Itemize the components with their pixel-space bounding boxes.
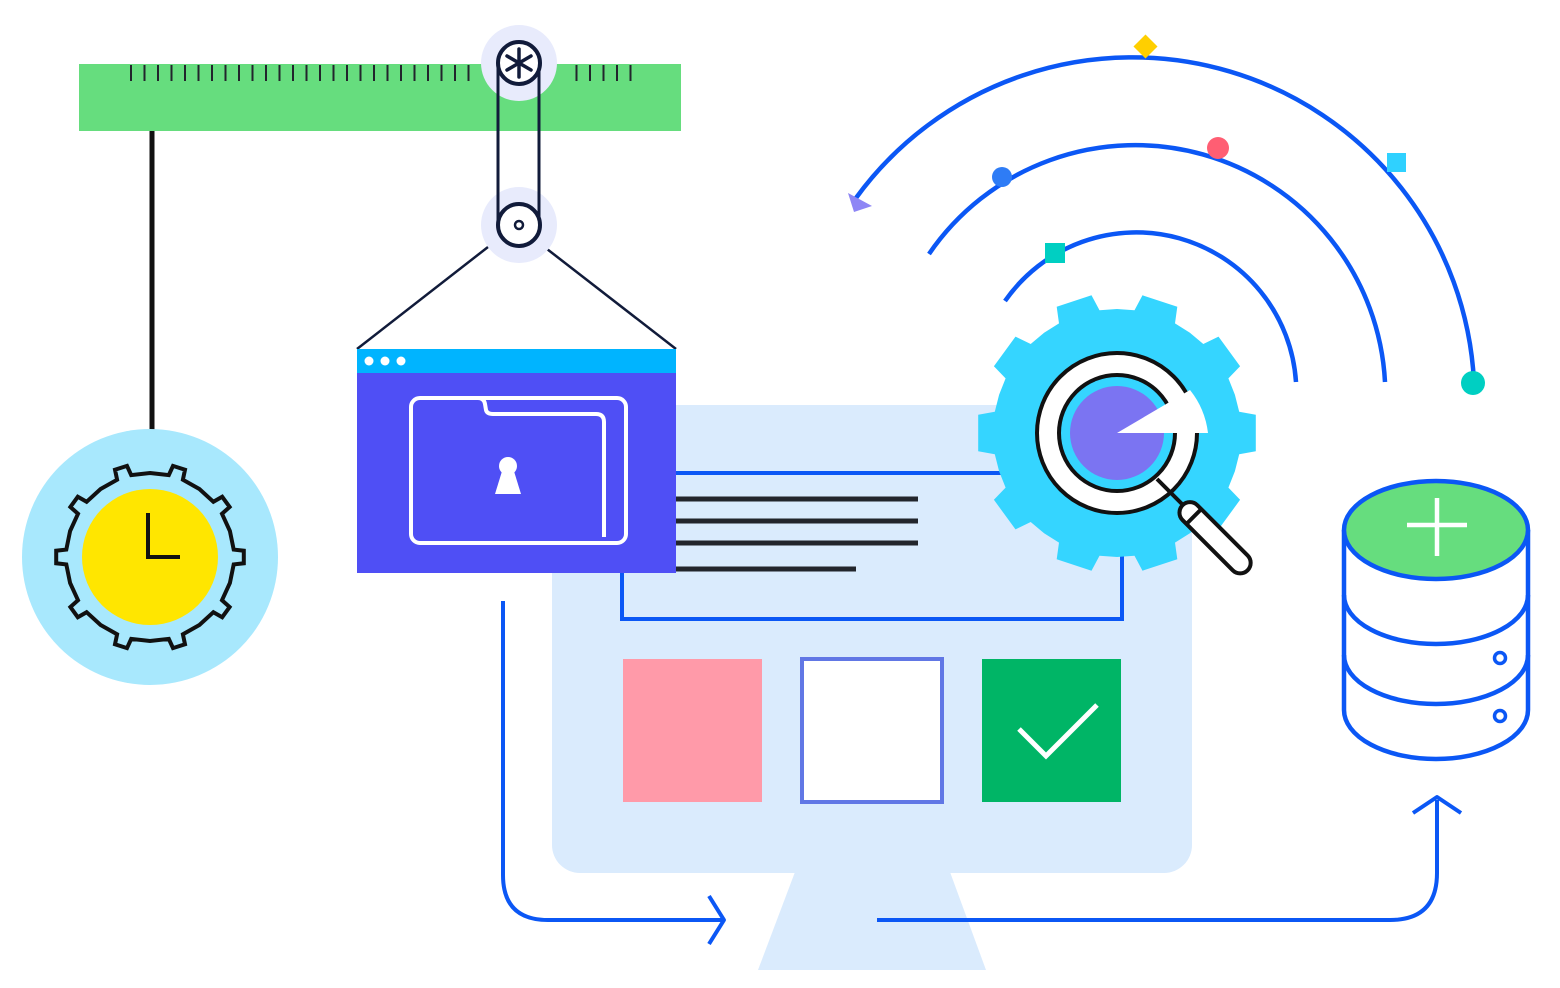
ruler-ticks bbox=[130, 65, 632, 81]
database-plus-icon bbox=[1341, 478, 1531, 762]
arc-middle bbox=[927, 142, 1388, 383]
database-divider-1 bbox=[1341, 594, 1531, 647]
folder-outline bbox=[409, 396, 628, 545]
clock-hands bbox=[146, 513, 180, 559]
ruler bbox=[79, 64, 681, 131]
magnifier-handle bbox=[1177, 500, 1253, 576]
keyhole-icon bbox=[495, 457, 521, 494]
plus-icon bbox=[1407, 498, 1467, 556]
empty-tile bbox=[800, 657, 944, 804]
folder-window bbox=[357, 349, 676, 573]
arrow-to-database bbox=[877, 800, 1439, 922]
window-titlebar bbox=[357, 349, 676, 373]
arrow-to-database-head bbox=[1411, 795, 1463, 815]
arc-markers bbox=[992, 34, 1485, 395]
text-lines bbox=[660, 496, 918, 572]
monitor-stand bbox=[758, 872, 986, 970]
pulley-icon bbox=[496, 202, 542, 248]
dot-marker-red bbox=[1207, 137, 1229, 159]
square-marker-teal bbox=[1045, 243, 1065, 263]
window-dots bbox=[364, 356, 406, 366]
pink-tile bbox=[623, 659, 762, 802]
arrow-to-monitor bbox=[501, 601, 722, 922]
ruler-bar bbox=[79, 64, 681, 131]
diamond-marker bbox=[1133, 34, 1158, 59]
pulley-star-icon bbox=[496, 40, 542, 86]
arrow-to-monitor-head bbox=[707, 894, 726, 946]
pulley-system bbox=[356, 25, 677, 350]
arc-arrowhead bbox=[848, 193, 872, 212]
flow-arrows bbox=[501, 601, 1463, 946]
dot-marker-teal bbox=[1461, 371, 1485, 395]
check-tile bbox=[982, 659, 1121, 802]
clock-gear-icon bbox=[22, 131, 278, 685]
clock-gear bbox=[54, 463, 246, 651]
database-led-2 bbox=[1492, 708, 1508, 724]
magnifier-neck bbox=[1155, 477, 1188, 510]
checkmark-icon bbox=[1017, 703, 1099, 760]
dot-marker-blue bbox=[992, 167, 1012, 187]
database-led-1 bbox=[1492, 650, 1508, 666]
magnifier-gear-icon bbox=[978, 295, 1256, 576]
database-divider-2 bbox=[1341, 654, 1531, 707]
folder-lock-icon bbox=[357, 349, 676, 573]
square-marker-cyan bbox=[1387, 153, 1406, 172]
arc-outer bbox=[854, 55, 1477, 383]
lens-highlight-slice bbox=[1117, 390, 1208, 433]
